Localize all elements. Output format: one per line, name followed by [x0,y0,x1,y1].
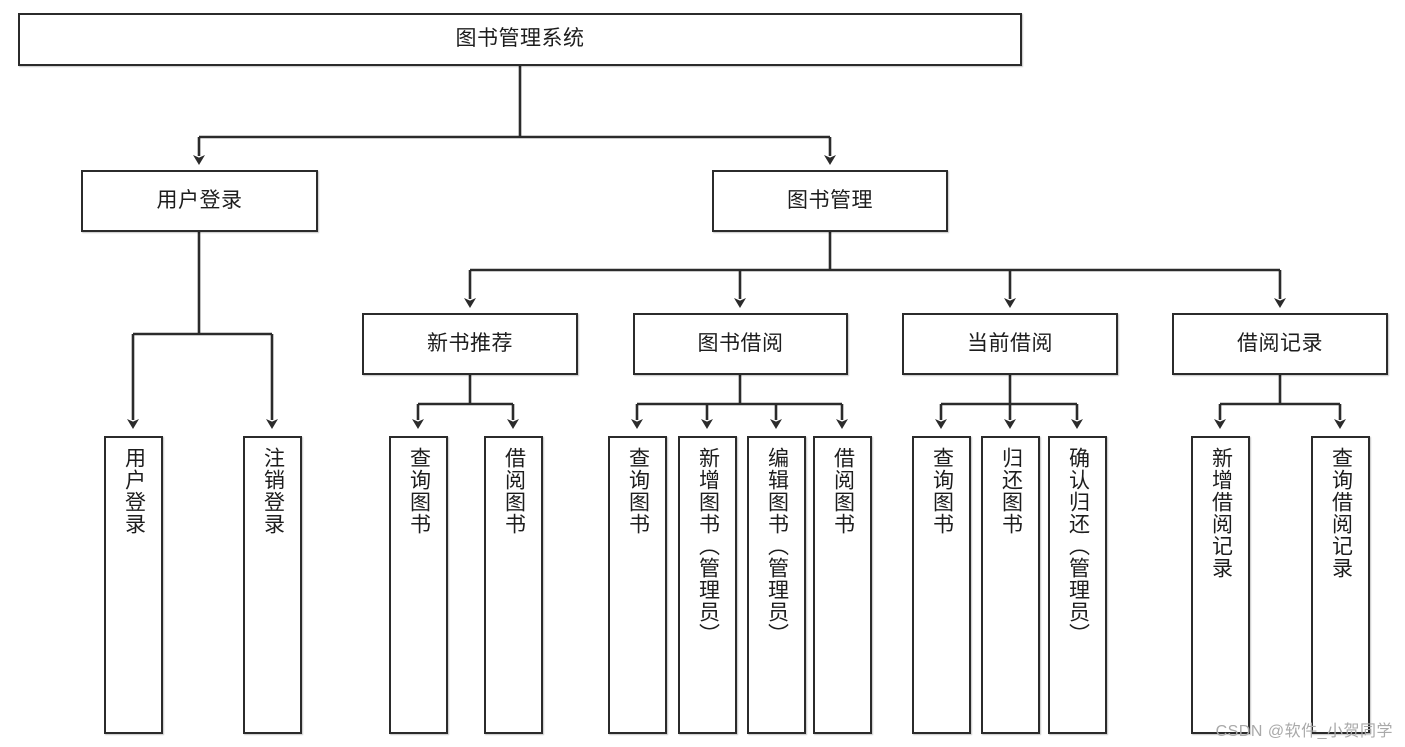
leaf-user-login-signout[interactable]: 注销登录 [243,436,302,734]
leaf-book-borrow-edit[interactable]: 编辑图书（管理员） [747,436,806,734]
node-label: 当前借阅 [967,331,1053,355]
leaf-user-login-signin[interactable]: 用户登录 [104,436,163,734]
node-label: 新增借阅记录 [1209,447,1233,579]
leaf-new-book-query[interactable]: 查询图书 [389,436,448,734]
node-label: 图书管理 [787,188,873,212]
leaf-borrow-record-add[interactable]: 新增借阅记录 [1191,436,1250,734]
node-label: 确认归还（管理员） [1066,447,1090,645]
node-label: 用户登录 [156,188,243,212]
node-new-book-recommend[interactable]: 新书推荐 [362,313,578,375]
node-book-management[interactable]: 图书管理 [712,170,948,232]
leaf-book-borrow-query[interactable]: 查询图书 [608,436,667,734]
node-label: 编辑图书（管理员） [765,447,789,645]
node-book-borrow[interactable]: 图书借阅 [633,313,848,375]
node-label: 图书借阅 [697,331,784,355]
node-label: 查询图书 [930,447,954,535]
node-root-system[interactable]: 图书管理系统 [18,13,1022,66]
node-label: 查询借阅记录 [1329,447,1353,579]
node-label: 图书管理系统 [455,27,585,51]
node-label: 借阅图书 [831,447,855,535]
leaf-current-borrow-query[interactable]: 查询图书 [912,436,971,734]
node-label: 查询图书 [626,447,650,535]
leaf-book-borrow-add[interactable]: 新增图书（管理员） [678,436,737,734]
node-user-login[interactable]: 用户登录 [81,170,318,232]
node-label: 借阅图书 [502,447,526,535]
csdn-watermark: CSDN @软件_小贺同学 [1215,723,1393,740]
node-current-borrow[interactable]: 当前借阅 [902,313,1118,375]
leaf-book-borrow-lend[interactable]: 借阅图书 [813,436,872,734]
node-label: 查询图书 [407,447,431,535]
leaf-new-book-borrow[interactable]: 借阅图书 [484,436,543,734]
node-label: 归还图书 [999,447,1023,535]
node-borrow-record[interactable]: 借阅记录 [1172,313,1388,375]
node-label: 注销登录 [261,447,285,535]
node-label: 用户登录 [122,447,146,535]
leaf-borrow-record-query[interactable]: 查询借阅记录 [1311,436,1370,734]
node-label: 新书推荐 [427,331,513,355]
node-label: 新增图书（管理员） [696,447,720,645]
node-label: 借阅记录 [1237,331,1323,355]
leaf-current-borrow-return[interactable]: 归还图书 [981,436,1040,734]
leaf-current-borrow-confirm[interactable]: 确认归还（管理员） [1048,436,1107,734]
